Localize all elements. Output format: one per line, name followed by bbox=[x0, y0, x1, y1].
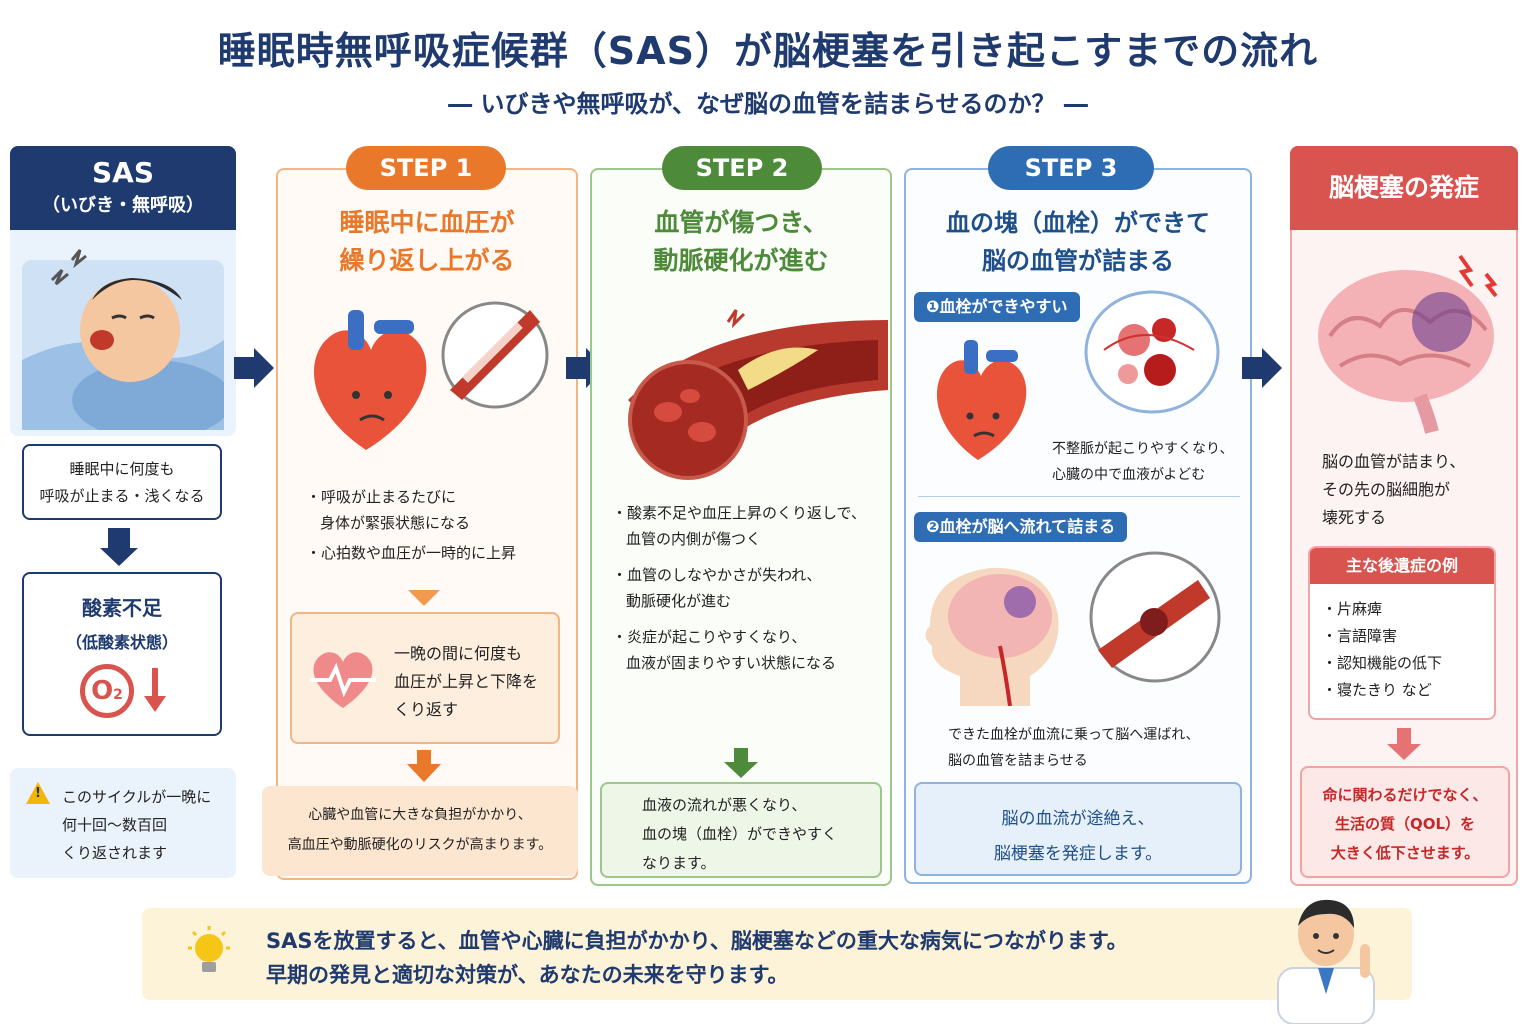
stroke-text: 脳の血管が詰まり、 その先の脳細胞が 壊死する bbox=[1322, 452, 1466, 527]
step2-result: 血液の流れが悪くなり、 血の塊（血栓）ができやすく なります。 bbox=[600, 782, 882, 878]
sequelae-item: ・認知機能の低下 bbox=[1322, 654, 1443, 672]
step3-sub2-text: できた血栓が血流に乗って脳へ運ばれ、 脳の血管を詰まらせる bbox=[948, 727, 1200, 769]
warning-icon bbox=[26, 782, 50, 804]
sequelae-box: 主な後遺症の例 ・片麻痺 ・言語障害 ・認知機能の低下 ・寝たきり など bbox=[1308, 546, 1496, 720]
sequelae-title: 主な後遺症の例 bbox=[1310, 548, 1494, 584]
step2-heading: 血管が傷つき、 動脈硬化が進む bbox=[653, 208, 829, 275]
vessel-clot-zoom-illustration bbox=[1089, 551, 1221, 683]
sas-subtitle: （いびき・無呼吸） bbox=[42, 195, 204, 216]
step3-result: 脳の血流が途絶え、 脳梗塞を発症します。 bbox=[914, 782, 1242, 876]
vessel-zoom-illustration bbox=[441, 301, 549, 409]
flow-arrow-1 bbox=[234, 357, 256, 379]
step2-bullets: ・酸素不足や血圧上昇のくり返しで、 血管の内側が傷つく ・血管のしなやかさが失わ… bbox=[612, 504, 866, 672]
stroke-header: 脳梗塞の発症 bbox=[1290, 146, 1518, 230]
step1-box: 一晩の間に何度も 血圧が上昇と下降を くり返す bbox=[290, 612, 560, 744]
step2-result-arrow-shaft bbox=[734, 748, 748, 764]
head-brain-illustration bbox=[925, 567, 1059, 706]
sequelae-item: ・片麻痺 bbox=[1322, 600, 1383, 618]
o2-icon: O2 bbox=[80, 664, 134, 718]
step3-label: STEP 3 bbox=[988, 146, 1154, 190]
stroke-panel bbox=[1290, 146, 1518, 886]
step2-label: STEP 2 bbox=[662, 146, 822, 190]
step3-sub1: ❶血栓ができやすい bbox=[914, 292, 1080, 322]
step3-divider bbox=[918, 496, 1240, 497]
clot-zoom-illustration bbox=[1084, 290, 1220, 414]
decrease-arrow-icon bbox=[152, 668, 158, 698]
sas-box-oxygen: 酸素不足 （低酸素状態） O2 bbox=[22, 572, 222, 736]
sequelae-item: ・言語障害 bbox=[1322, 627, 1398, 645]
sas-note: ! このサイクルが一晩に 何十回〜数百回 くり返されます bbox=[10, 768, 236, 878]
step1-heading: 睡眠中に血圧が 繰り返し上がる bbox=[339, 208, 515, 275]
step1-result: 心臓や血管に大きな負担がかかり、 高血圧や動脈硬化のリスクが高まります。 bbox=[262, 786, 578, 876]
artery-illustration bbox=[628, 309, 888, 480]
footer-text: SASを放置すると、血管や心臓に負担がかかり、脳梗塞などの重大な病気につながりま… bbox=[266, 929, 1128, 987]
stroke-result-arrow-icon bbox=[1387, 744, 1421, 760]
lightbulb-icon bbox=[188, 926, 230, 972]
sas-down-arrow-icon bbox=[108, 528, 130, 550]
step3-sub2: ❷血栓が脳へ流れて詰まる bbox=[914, 512, 1128, 542]
sas-down-arrow-head bbox=[100, 548, 138, 566]
page-title: 睡眠時無呼吸症候群（SAS）が脳梗塞を引き起こすまでの流れ bbox=[217, 29, 1319, 73]
page-subtitle: ― いびきや無呼吸が、なぜ脳の血管を詰まらせるのか？ ― bbox=[448, 90, 1088, 118]
oxygen-sub: （低酸素状態） bbox=[65, 633, 178, 652]
sas-box-breathing: 睡眠中に何度も 呼吸が止まる・浅くなる bbox=[22, 444, 222, 520]
heart-illustration bbox=[314, 310, 427, 450]
sas-title: SAS bbox=[91, 156, 154, 189]
oxygen-title: 酸素不足 bbox=[82, 596, 162, 620]
doctor-illustration bbox=[1277, 899, 1375, 1024]
heartbeat-icon bbox=[310, 652, 376, 708]
flow-arrow-3 bbox=[1242, 357, 1264, 379]
step3-heading: 血の塊（血栓）ができて 脳の血管が詰まる bbox=[946, 209, 1210, 275]
footer-banner bbox=[142, 908, 1412, 1000]
step1-result-arrow-icon bbox=[407, 764, 441, 782]
stroke-result-arrow-shaft bbox=[1397, 728, 1411, 746]
step2-result-arrow-icon bbox=[724, 762, 758, 778]
brain-stroke-illustration bbox=[1318, 254, 1498, 434]
stroke-result: 命に関わるだけでなく、 生活の質（QOL）を 大きく低下させます。 bbox=[1300, 766, 1510, 878]
step1-label: STEP 1 bbox=[346, 146, 506, 190]
flow-arrow-3-head bbox=[1262, 348, 1282, 388]
flow-arrow-1-head bbox=[254, 348, 274, 388]
heart-arrhythmia-illustration bbox=[936, 340, 1027, 460]
flow-arrow-2 bbox=[566, 357, 588, 379]
step1-mid-arrow-icon bbox=[408, 590, 440, 606]
decrease-arrow-head bbox=[144, 696, 166, 712]
sas-header: SAS （いびき・無呼吸） bbox=[10, 146, 236, 230]
step1-result-arrow-shaft bbox=[417, 750, 431, 766]
step3-sub1-text: 不整脈が起こりやすくなり、 心臓の中で血液がよどむ bbox=[1052, 441, 1234, 483]
sleeping-person-illustration bbox=[22, 249, 224, 430]
step1-bullets: ・呼吸が止まるたびに 身体が緊張状態になる ・心拍数や血圧が一時的に上昇 bbox=[306, 488, 517, 562]
sequelae-item: ・寝たきり など bbox=[1322, 681, 1432, 699]
